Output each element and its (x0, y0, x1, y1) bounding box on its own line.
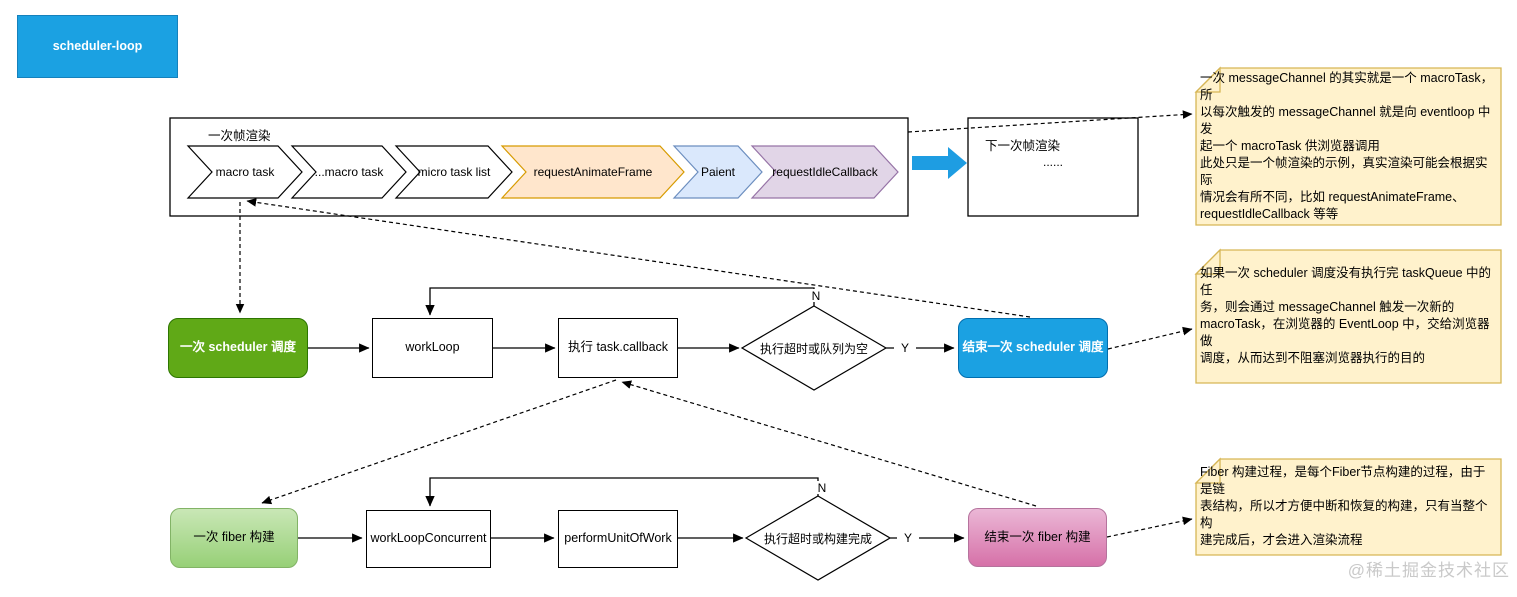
next-frame-label: 下一次帧渲染 (985, 139, 1061, 153)
scheduler-end-label: 结束一次 scheduler 调度 (962, 340, 1104, 355)
chevron-micro-task-list (394, 145, 513, 199)
dashed-scheduler-end-to-note-2 (1107, 326, 1193, 350)
fiber-yes-branch-label: Y (897, 530, 919, 545)
title-label: scheduler-loop (52, 38, 143, 53)
note-2-text: 如果一次 scheduler 调度没有执行完 taskQueue 中的任 务，则… (1200, 266, 1492, 365)
exec-task-callback-node: 执行 task.callback (558, 318, 678, 378)
next-frame-dots: ...... (1042, 155, 1063, 169)
fiber-start-node: 一次 fiber 构建 (170, 508, 298, 568)
dashed-fiber-end-to-note-3 (1106, 516, 1193, 538)
fiber-decision-diamond (744, 495, 892, 581)
scheduler-decision-diamond (740, 305, 888, 391)
workloop-label: workLoop (405, 340, 460, 355)
note-1-text: 一次 messageChannel 的其实就是一个 macroTask，所 以每… (1200, 70, 1494, 221)
chevron-request-idle-callback (750, 145, 899, 199)
dashed-frame-box-to-note-1 (907, 110, 1193, 133)
workloop-node: workLoop (372, 318, 493, 378)
chevron-macro-task-label: macro task (215, 165, 275, 179)
exec-task-callback-label: 执行 task.callback (567, 340, 669, 355)
workloopconcurrent-node: workLoopConcurrent (366, 510, 491, 568)
note-3-text: Fiber 构建过程，是每个Fiber节点构建的过程，由于是链 表结构，所以才方… (1200, 465, 1488, 547)
fiber-end-node: 结束一次 fiber 构建 (968, 508, 1107, 567)
note-3-fold-corner (1194, 457, 1221, 484)
next-frame-arrow-icon (912, 147, 967, 179)
chevron-more-macro-task (290, 145, 407, 199)
title-node: scheduler-loop (17, 15, 178, 78)
chevron-request-idle-callback-label: requestIdleCallback (772, 165, 878, 179)
dashed-scheduler-end-to-macrotask (246, 198, 1031, 318)
chevron-request-animate-frame (500, 145, 685, 199)
performunitofwork-label: performUnitOfWork (564, 531, 672, 546)
fiber-end-label: 结束一次 fiber 构建 (984, 529, 1091, 544)
next-frame-render-box (967, 117, 1139, 217)
chevron-request-animate-frame-label: requestAnimateFrame (533, 165, 653, 179)
chevron-paient (672, 145, 763, 199)
fiber-decision-label: 执行超时或构建完成 (763, 531, 872, 546)
note-1-fold-corner (1194, 66, 1221, 93)
workloopconcurrent-label: workLoopConcurrent (370, 531, 487, 546)
watermark-text: @稀土掘金技术社区 (1347, 561, 1510, 580)
scheduler-end-node: 结束一次 scheduler 调度 (958, 318, 1108, 378)
fiber-start-label: 一次 fiber 构建 (193, 530, 275, 545)
note-2-fold-corner (1194, 248, 1221, 275)
fiber-no-branch-label: N (812, 481, 832, 495)
frame-render-label: 一次帧渲染 (208, 129, 271, 143)
chevron-micro-task-list-label: micro task list (417, 165, 491, 179)
chevron-paient-label: Paient (700, 165, 736, 179)
dashed-callback-to-fiber-start (261, 379, 617, 505)
scheduler-start-node: 一次 scheduler 调度 (168, 318, 308, 378)
performunitofwork-node: performUnitOfWork (558, 510, 678, 568)
scheduler-start-label: 一次 scheduler 调度 (180, 340, 296, 355)
scheduler-yes-branch-label: Y (894, 340, 916, 355)
dashed-fiber-end-to-callback (621, 380, 1037, 507)
chevron-macro-task (186, 145, 303, 199)
chevron-more-macro-task-label: ...macro task (314, 165, 384, 179)
scheduler-no-branch-label: N (806, 289, 826, 303)
scheduler-decision-label: 执行超时或队列为空 (759, 341, 868, 356)
